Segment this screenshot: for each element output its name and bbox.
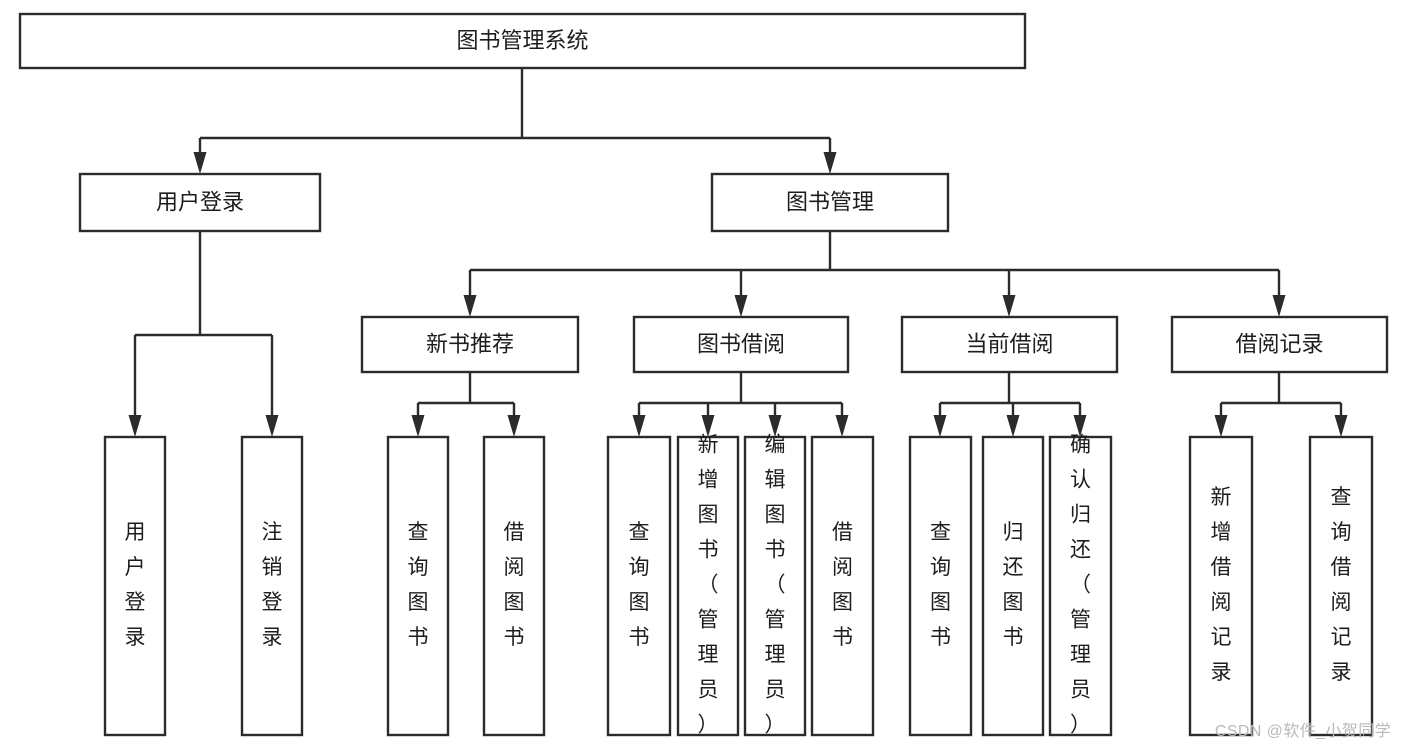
node-box[interactable] [900, 315, 1119, 374]
node-label: 查询图书 [408, 521, 429, 649]
node-label: 用户登录 [125, 521, 146, 649]
node-leaf-leaf-logout[interactable]: 注销登录 [240, 435, 304, 737]
node-label: 图书管理系统 [456, 28, 588, 53]
arrow-head-icon [835, 415, 849, 437]
node-box[interactable] [606, 435, 672, 737]
node-label: 借阅图书 [504, 521, 525, 649]
node-leaf-leaf-query-borrow-record[interactable]: 查询借阅记录 [1308, 435, 1374, 737]
csdn-watermark: CSDN @软件_小贺同学 [1214, 723, 1391, 740]
node-label: 编辑图书（管理员） [765, 434, 786, 737]
node-label: 新书推荐 [426, 331, 514, 356]
node-leaf-leaf-query-book-recommend[interactable]: 查询图书 [386, 435, 450, 737]
node-box[interactable] [103, 435, 167, 737]
arrow-head-icon [1272, 295, 1286, 317]
node-level2-borrow-record[interactable]: 借阅记录 [1170, 315, 1389, 374]
connector-book-manage-bus [463, 231, 1286, 317]
node-box[interactable] [18, 12, 1027, 70]
node-box[interactable] [810, 435, 875, 737]
connector-root-bus [193, 68, 837, 174]
node-level2-book-borrow[interactable]: 图书借阅 [632, 315, 850, 374]
node-label: 查询图书 [930, 521, 951, 649]
arrow-head-icon [411, 415, 425, 437]
arrow-head-icon [823, 152, 837, 174]
node-label: 归还图书 [1003, 521, 1024, 649]
node-level2-current-borrow[interactable]: 当前借阅 [900, 315, 1119, 374]
node-leaf-leaf-borrow-book[interactable]: 借阅图书 [810, 435, 875, 737]
arrow-head-icon [128, 415, 142, 437]
connector-layer [128, 68, 1348, 437]
arrow-head-icon [768, 415, 782, 437]
node-level1-book-manage[interactable]: 图书管理 [710, 172, 950, 233]
node-label: 新增借阅记录 [1211, 486, 1232, 684]
node-box[interactable] [743, 435, 807, 737]
node-box[interactable] [1048, 435, 1113, 737]
node-label: 新增图书（管理员） [698, 434, 719, 737]
node-label: 用户登录 [156, 189, 244, 214]
node-label: 查询图书 [629, 521, 650, 649]
connector-recommend-bus [411, 372, 521, 437]
node-layer: 图书管理系统用户登录图书管理新书推荐图书借阅当前借阅借阅记录用户登录注销登录查询… [18, 12, 1389, 737]
arrow-head-icon [507, 415, 521, 437]
node-leaf-leaf-add-book[interactable]: 新增图书（管理员） [676, 434, 740, 737]
arrow-head-icon [1073, 415, 1087, 437]
node-box[interactable] [676, 435, 740, 737]
connector-current-bus [933, 372, 1087, 437]
arrow-head-icon [1214, 415, 1228, 437]
node-leaf-leaf-edit-book[interactable]: 编辑图书（管理员） [743, 434, 807, 737]
node-label: 图书管理 [786, 189, 874, 214]
node-label: 查询借阅记录 [1331, 486, 1352, 684]
node-label: 注销登录 [262, 521, 283, 649]
node-box[interactable] [1188, 435, 1254, 737]
arrow-head-icon [193, 152, 207, 174]
node-box[interactable] [710, 172, 950, 233]
node-root-root[interactable]: 图书管理系统 [18, 12, 1027, 70]
node-box[interactable] [632, 315, 850, 374]
node-box[interactable] [78, 172, 322, 233]
connector-borrow-bus [632, 372, 849, 437]
arrow-head-icon [1006, 415, 1020, 437]
node-leaf-leaf-confirm-return[interactable]: 确认归还（管理员） [1048, 434, 1113, 737]
arrow-head-icon [933, 415, 947, 437]
node-leaf-leaf-borrow-book-recommend[interactable]: 借阅图书 [482, 435, 546, 737]
node-leaf-leaf-query-book-borrow[interactable]: 查询图书 [606, 435, 672, 737]
node-label: 借阅记录 [1235, 331, 1323, 356]
arrow-head-icon [265, 415, 279, 437]
node-box[interactable] [386, 435, 450, 737]
node-label: 图书借阅 [697, 331, 785, 356]
node-label: 当前借阅 [965, 331, 1053, 356]
connector-user-login-bus [128, 231, 279, 437]
node-leaf-leaf-query-book-current[interactable]: 查询图书 [908, 435, 973, 737]
node-box[interactable] [240, 435, 304, 737]
arrow-head-icon [734, 295, 748, 317]
node-box[interactable] [1170, 315, 1389, 374]
arrow-head-icon [632, 415, 646, 437]
node-leaf-leaf-add-borrow-record[interactable]: 新增借阅记录 [1188, 435, 1254, 737]
node-box[interactable] [1308, 435, 1374, 737]
node-leaf-leaf-user-login[interactable]: 用户登录 [103, 435, 167, 737]
arrow-head-icon [1002, 295, 1016, 317]
node-leaf-leaf-return-book[interactable]: 归还图书 [981, 435, 1045, 737]
node-label: 确认归还（管理员） [1070, 434, 1091, 737]
connector-record-bus [1214, 372, 1348, 437]
node-box[interactable] [360, 315, 580, 374]
arrow-head-icon [1334, 415, 1348, 437]
node-level1-user-login[interactable]: 用户登录 [78, 172, 322, 233]
node-level2-new-book-recommend[interactable]: 新书推荐 [360, 315, 580, 374]
node-box[interactable] [482, 435, 546, 737]
node-box[interactable] [908, 435, 973, 737]
arrow-head-icon [463, 295, 477, 317]
arrow-head-icon [701, 415, 715, 437]
node-box[interactable] [981, 435, 1045, 737]
node-label: 借阅图书 [832, 521, 853, 649]
